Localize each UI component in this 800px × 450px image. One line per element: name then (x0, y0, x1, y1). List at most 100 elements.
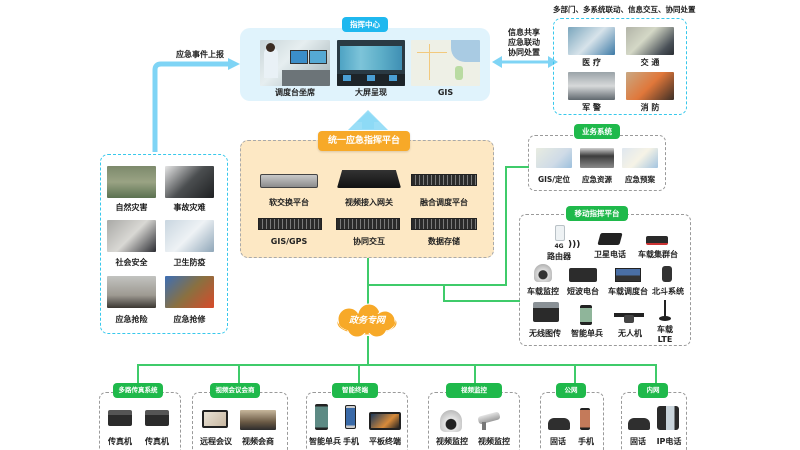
mobile-item-label: 智能单兵 (571, 329, 603, 338)
linkage-item-label: 医 疗 (582, 58, 601, 67)
rescue-photo (107, 276, 156, 308)
router-icon (555, 225, 565, 241)
event-item-label: 应急抢险 (115, 315, 148, 324)
video-meeting-photo (240, 410, 276, 430)
drop-smart-terminal (358, 364, 360, 384)
platform-item-label: 视频接入网关 (345, 198, 393, 207)
gis-location-photo (536, 148, 572, 168)
mobile-item-label: 无人机 (618, 329, 642, 338)
link-to-mobile (443, 300, 520, 302)
event-item-label: 自然灾害 (115, 203, 148, 212)
cloud-icon (336, 303, 398, 338)
mobile-phone-icon (580, 408, 590, 430)
info-share-label-1: 信息共享 (508, 28, 540, 37)
dome-camera-icon (440, 410, 462, 432)
command-item-label: 大屏呈现 (355, 88, 387, 97)
terminal-item-label: 视频监控 (478, 437, 510, 446)
vehicle-trunk-radio-icon (646, 236, 668, 245)
business-item-label: 应急预案 (625, 175, 655, 184)
police-photo (568, 72, 615, 100)
terminal-item-label: 视频监控 (436, 437, 468, 446)
link-to-business (505, 166, 529, 168)
mobile-item-label: 卫星电话 (594, 250, 626, 259)
terminal-item-label: 智能单兵 (309, 437, 341, 446)
vehicle-lte-antenna-icon (664, 300, 666, 318)
linkage-item-label: 消 防 (640, 103, 660, 112)
smart-soldier-icon (315, 404, 328, 430)
softswitch-server-icon (260, 174, 318, 188)
drop-video-monitor (474, 364, 476, 384)
natural-disaster-photo (107, 166, 156, 198)
gis-server-icon (258, 218, 322, 230)
report-arrow (152, 61, 230, 152)
tablet-conference-icon (202, 410, 228, 428)
command-center-title: 指挥中心 (342, 17, 388, 32)
platform-panel (240, 140, 494, 258)
terminal-item-label: IP电话 (656, 437, 682, 446)
wifi-signal-icon: ))) (568, 240, 581, 250)
satellite-phone-icon (597, 233, 623, 245)
business-title: 业务系统 (574, 124, 620, 139)
drop-public-net (574, 364, 576, 384)
terminal-title: 视频监控 (446, 383, 502, 398)
big-screen-photo (337, 40, 405, 86)
platform-item-label: 软交换平台 (269, 198, 309, 207)
terminal-title: 智能终端 (332, 383, 378, 398)
vehicle-monitor-camera-icon (534, 264, 552, 282)
event-item-label: 事故灾难 (173, 203, 206, 212)
terminal-bus (137, 364, 657, 366)
vehicle-lte-base-icon (659, 316, 671, 321)
events-panel (100, 154, 228, 334)
link-platform-cloud (367, 258, 369, 306)
drone-body-icon (624, 315, 634, 323)
mobile-item-label: 车载监控 (527, 287, 559, 296)
drop-fax (137, 364, 139, 384)
traffic-photo (626, 27, 674, 55)
report-arrowhead (228, 58, 240, 70)
vehicle-dispatch-console-icon (615, 268, 641, 282)
terminal-item-label: 固话 (550, 437, 566, 446)
emergency-plan-photo (622, 148, 658, 168)
linkage-panel (553, 18, 687, 115)
social-security-photo (107, 220, 156, 252)
beidou-device-icon (662, 266, 672, 282)
cloud-label: 政务专网 (348, 316, 385, 326)
terminal-item-label: 固话 (630, 437, 646, 446)
link-cloud-bus (367, 336, 369, 366)
fax-machine-icon (145, 410, 169, 426)
business-item-label: GIS/定位 (537, 175, 571, 184)
linkage-item-label: 军 警 (582, 103, 601, 112)
link-horizontal-1 (367, 284, 507, 286)
terminal-item-label: 传真机 (108, 437, 132, 446)
gis-map-photo (411, 40, 480, 86)
landline-phone-icon (628, 418, 650, 430)
shortwave-radio-icon (569, 268, 597, 282)
mobile-phone-icon (345, 405, 356, 429)
command-item-label: GIS (437, 88, 454, 97)
fire-photo (626, 72, 674, 100)
mobile-item-label: 车载集群台 (638, 250, 678, 259)
smart-soldier-device-icon (580, 305, 592, 325)
mobile-item-label: LTE (657, 335, 673, 344)
mobile-item-label: 车载 (657, 325, 673, 334)
terminal-item-label: 远程会议 (200, 437, 232, 446)
landline-phone-icon (548, 418, 570, 430)
mobile-item-label: 无线图传 (529, 329, 561, 338)
emergency-resource-photo (580, 148, 614, 168)
business-item-label: 应急资源 (582, 175, 612, 184)
platform-item-label: GIS/GPS (270, 237, 308, 246)
platform-item-label: 数据存储 (428, 237, 460, 246)
mobile-item-label: 路由器 (547, 252, 571, 261)
terminal-item-label: 视频会商 (242, 437, 274, 446)
accident-photo (165, 166, 214, 198)
event-item-label: 社会安全 (115, 258, 148, 267)
event-item-label: 应急抢修 (173, 315, 206, 324)
terminal-title: 公网 (556, 383, 586, 398)
ip-phone-icon (657, 406, 679, 430)
mobile-title: 移动指挥平台 (566, 206, 628, 221)
command-item-label: 调度台坐席 (275, 88, 315, 97)
drop-video-conf (238, 364, 240, 384)
info-share-label-3: 协同处置 (508, 48, 540, 57)
terminal-item-label: 传真机 (145, 437, 169, 446)
info-share-label-2: 应急联动 (508, 38, 540, 47)
